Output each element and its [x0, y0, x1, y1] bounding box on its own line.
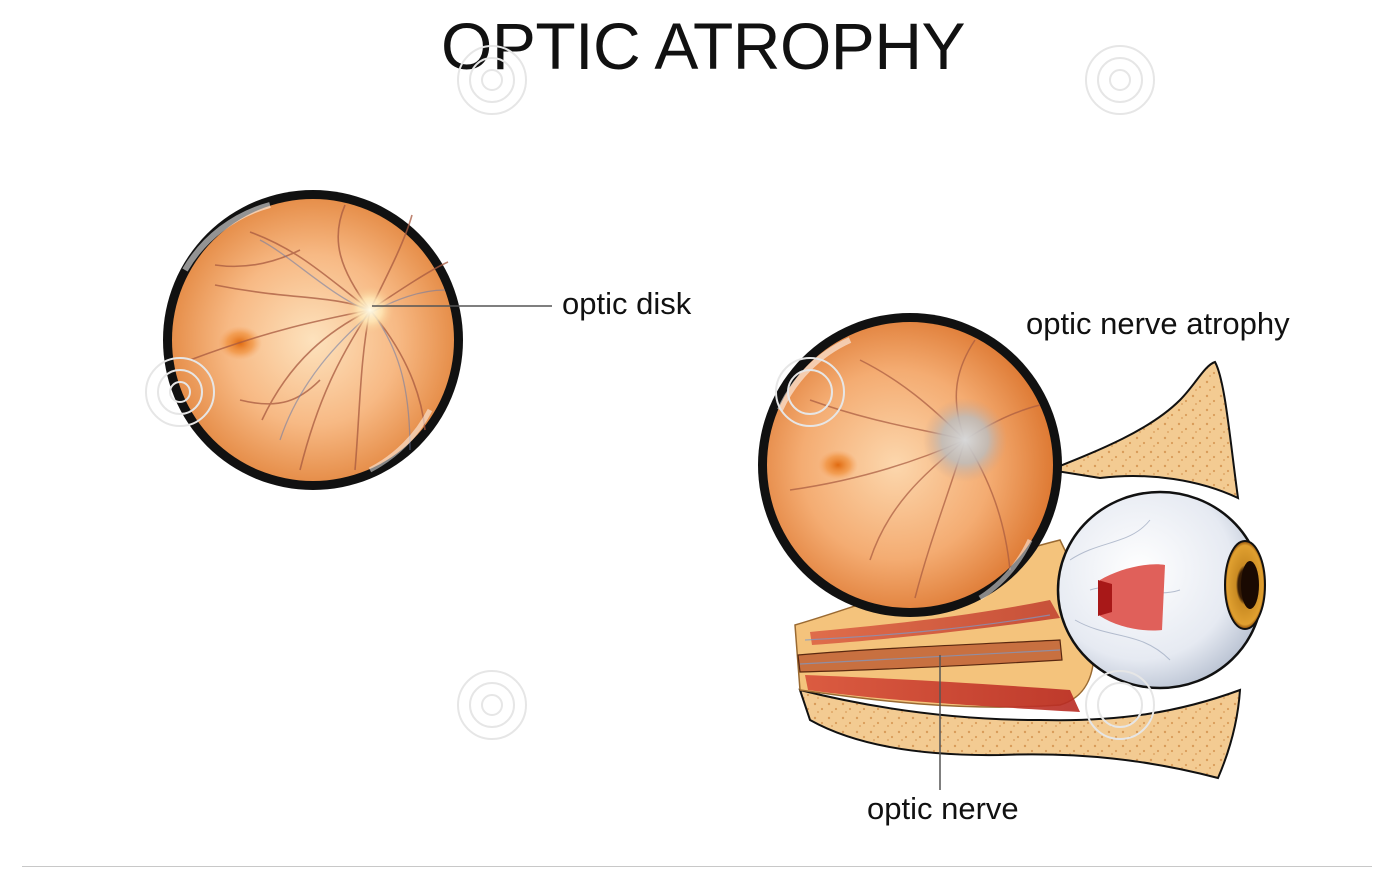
optic-disk-label: optic disk [562, 286, 691, 322]
fundus-normal [163, 190, 463, 490]
macula [818, 450, 858, 480]
optic-disk [346, 286, 394, 334]
upper-orbital-bone [1050, 362, 1238, 498]
bottom-divider [22, 866, 1372, 867]
optic-nerve-atrophy-label: optic nerve atrophy [1026, 306, 1290, 342]
optic-nerve-label: optic nerve [867, 791, 1019, 827]
pale-optic-disk [923, 398, 1007, 482]
pupil [1241, 561, 1259, 609]
